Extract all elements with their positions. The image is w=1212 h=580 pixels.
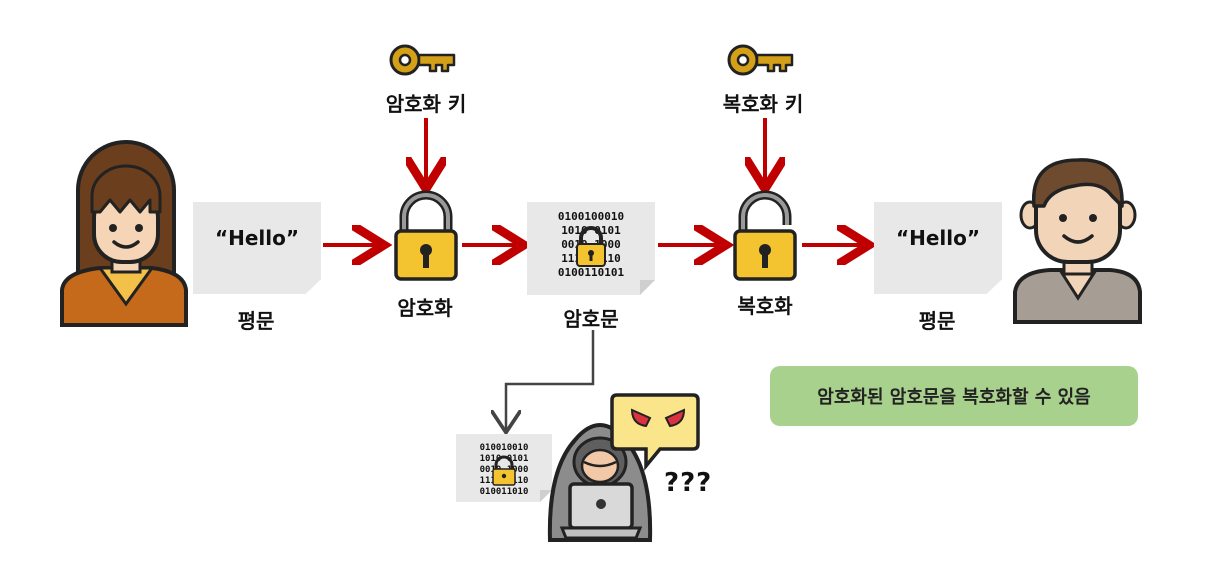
hacker-confusion-text: ??? xyxy=(664,468,713,498)
svg-text:010010010: 010010010 xyxy=(480,443,529,453)
intercepted-ciphertext-icon: 010010010 1010 0101 0010 1000 1110 0110 … xyxy=(456,434,552,502)
label-decrypt-key: 복호화 키 xyxy=(722,92,804,116)
arrow-ciphertext-to-hacker xyxy=(506,330,595,430)
label-decrypt: 복호화 xyxy=(737,294,793,318)
lock-open-icon xyxy=(733,190,797,281)
plaintext-document-left: “Hello” xyxy=(193,202,321,294)
ciphertext-document-icon: 0100100010 1010 0101 0010 1000 1110 0110… xyxy=(527,202,655,295)
label-plaintext-left: 평문 xyxy=(237,309,275,333)
hacker-icon xyxy=(547,393,700,542)
key-icon xyxy=(727,44,794,76)
plaintext-hello-right: “Hello” xyxy=(895,226,981,250)
decryption-note: 암호화된 암호문을 복호화할 수 있음 xyxy=(770,366,1138,426)
svg-text:0100110101: 0100110101 xyxy=(558,266,625,279)
plaintext-document-right: “Hello” xyxy=(874,202,1002,294)
lock-closed-icon xyxy=(394,190,458,281)
svg-text:1010 0101: 1010 0101 xyxy=(480,454,529,464)
label-ciphertext: 암호문 xyxy=(563,307,619,331)
label-encrypt-key: 암호화 키 xyxy=(385,92,467,116)
key-icon xyxy=(389,44,456,76)
receiver-man-avatar xyxy=(1013,158,1142,324)
svg-text:010011010: 010011010 xyxy=(480,487,529,497)
label-encrypt: 암호화 xyxy=(397,296,453,320)
label-plaintext-right: 평문 xyxy=(918,309,956,333)
plaintext-hello-left: “Hello” xyxy=(214,226,300,250)
sender-woman-avatar xyxy=(60,140,188,327)
svg-text:1010 0101: 1010 0101 xyxy=(561,224,621,237)
svg-text:0100100010: 0100100010 xyxy=(558,210,624,223)
